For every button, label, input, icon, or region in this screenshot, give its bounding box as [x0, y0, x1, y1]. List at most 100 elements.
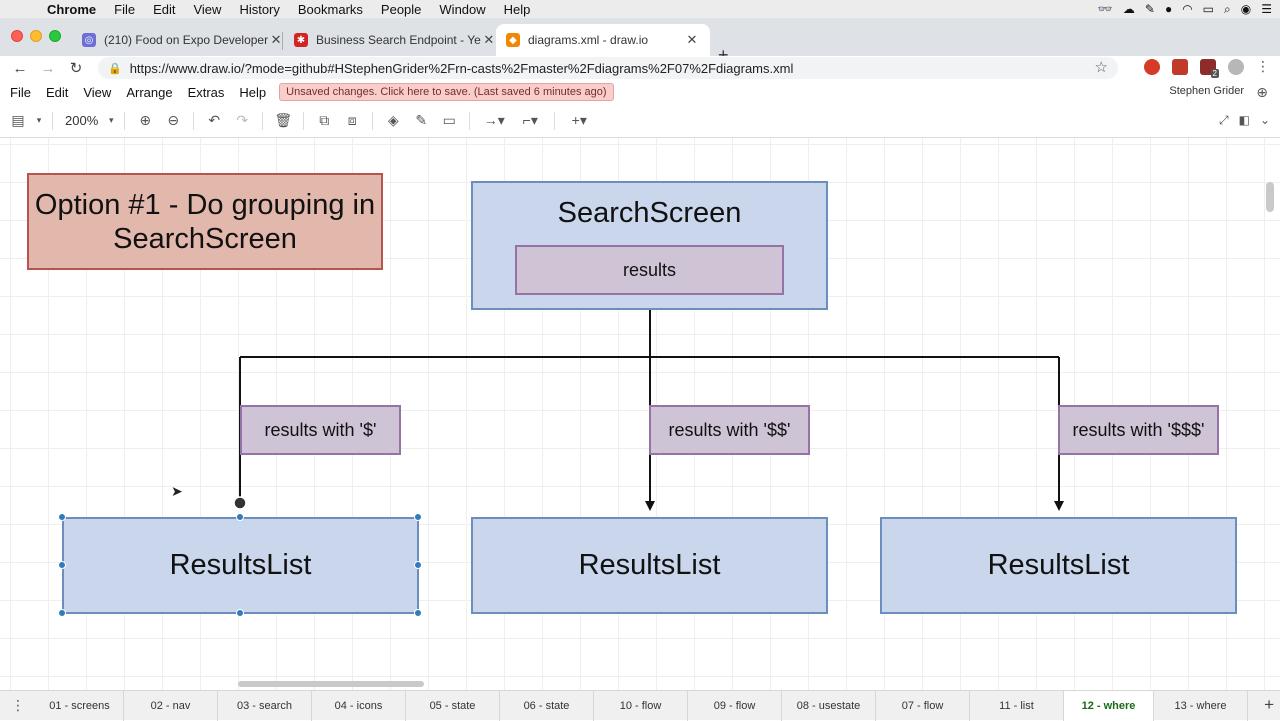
mac-menu-history[interactable]: History	[239, 1, 280, 17]
mac-menu-people[interactable]: People	[380, 1, 422, 17]
mac-menu-app[interactable]: Chrome	[47, 1, 97, 17]
browser-tab-expo[interactable]: ◎ (210) Food on Expo Developer ✕	[72, 24, 282, 56]
resize-handle-s[interactable]	[236, 609, 244, 617]
results-list-box-right[interactable]: ResultsList	[880, 517, 1237, 614]
option-title-box[interactable]: Option #1 - Do grouping in SearchScreen	[27, 173, 383, 270]
reload-icon[interactable]: ↻	[69, 60, 83, 77]
chrome-menu-icon[interactable]: ⋮	[1256, 58, 1270, 74]
resize-handle-sw[interactable]	[58, 609, 66, 617]
insert-plus-icon[interactable]: +▾	[571, 112, 587, 128]
vertical-scrollbar[interactable]	[1266, 182, 1274, 212]
line-color-icon[interactable]: ✎	[415, 112, 428, 128]
user-name[interactable]: Stephen Grider	[1169, 85, 1244, 97]
profile-avatar[interactable]	[1228, 58, 1244, 75]
format-panel-toggle-icon[interactable]: ▤	[11, 112, 25, 128]
fullscreen-icon[interactable]: ⤢	[1218, 113, 1229, 127]
mac-menu-window[interactable]: Window	[439, 1, 486, 17]
back-arrow-icon[interactable]: ←	[12, 59, 28, 77]
collapse-chevron-icon[interactable]: ⌄	[1259, 113, 1270, 127]
extension-shield-icon[interactable]: 2	[1200, 58, 1219, 78]
url-input[interactable]: 🔒 https://www.draw.io/?mode=github#HStep…	[98, 57, 1118, 79]
undo-icon[interactable]: ↶	[208, 112, 221, 128]
zoom-chevron-down-icon[interactable]: ▾	[108, 115, 114, 125]
browser-tab-yelp[interactable]: ✱ Business Search Endpoint - Ye ✕	[284, 24, 494, 56]
horizontal-scrollbar[interactable]	[238, 681, 424, 687]
page-tab-04[interactable]: 04 - icons	[312, 690, 406, 721]
waypoints-icon[interactable]: ⌐▾	[522, 112, 538, 128]
to-back-icon[interactable]: ⧈	[347, 112, 357, 128]
resize-handle-ne[interactable]	[414, 513, 422, 521]
results-list-box-left[interactable]: ResultsList	[62, 517, 419, 614]
tab-close-icon[interactable]: ✕	[686, 32, 698, 47]
page-tab-10[interactable]: 10 - flow	[594, 690, 688, 721]
shadow-icon[interactable]: ▭	[442, 112, 456, 128]
page-tab-13[interactable]: 13 - where	[1154, 690, 1248, 721]
connection-point-handle[interactable]	[233, 496, 247, 510]
menu-file[interactable]: File	[10, 84, 31, 100]
mac-menu-edit[interactable]: Edit	[153, 1, 176, 17]
menu-view[interactable]: View	[83, 84, 112, 100]
redo-icon[interactable]: ↷	[236, 112, 249, 128]
pages-menu-icon[interactable]: ⋮	[11, 697, 25, 713]
edge-label-double[interactable]: results with '$$'	[649, 405, 810, 455]
page-tab-11[interactable]: 11 - list	[970, 690, 1064, 721]
siri-icon[interactable]: ◉	[1240, 2, 1252, 16]
menu-extras[interactable]: Extras	[187, 84, 225, 100]
page-tab-03[interactable]: 03 - search	[218, 690, 312, 721]
page-tab-02[interactable]: 02 - nav	[124, 690, 218, 721]
weather-icon[interactable]: ☁	[1122, 2, 1135, 16]
page-tab-05[interactable]: 05 - state	[406, 690, 500, 721]
page-tab-09[interactable]: 09 - flow	[688, 690, 782, 721]
resize-handle-w[interactable]	[58, 561, 66, 569]
results-box[interactable]: results	[515, 245, 784, 295]
mac-menu-bookmarks[interactable]: Bookmarks	[297, 1, 363, 17]
connection-style-icon[interactable]: →▾	[483, 112, 505, 128]
mac-menu-help[interactable]: Help	[503, 1, 531, 17]
resize-handle-nw[interactable]	[58, 513, 66, 521]
extension-red-icon[interactable]	[1172, 58, 1188, 75]
spotlight-search-icon[interactable]: ⌕	[1224, 1, 1231, 16]
edge-label-triple[interactable]: results with '$$$'	[1058, 405, 1219, 455]
zoom-out-icon[interactable]: ⊖	[167, 112, 180, 128]
menu-edit[interactable]: Edit	[45, 84, 69, 100]
glasses-icon[interactable]: 👓	[1097, 2, 1113, 16]
window-close-button[interactable]	[11, 30, 23, 42]
wifi-icon[interactable]: ◠	[1182, 2, 1193, 16]
chevron-down-icon[interactable]: ▾	[36, 115, 42, 125]
bookmark-star-icon[interactable]: ☆	[1094, 59, 1108, 76]
to-front-icon[interactable]: ⧉	[319, 112, 330, 128]
window-zoom-button[interactable]	[49, 30, 61, 42]
tab-close-icon[interactable]: ✕	[270, 32, 282, 47]
zoom-in-icon[interactable]: ⊕	[139, 112, 152, 128]
new-tab-plus-icon[interactable]: +	[718, 45, 729, 65]
menu-help[interactable]: Help	[239, 84, 267, 100]
window-minimize-button[interactable]	[30, 30, 42, 42]
lock-icon[interactable]: 🔒	[108, 62, 122, 75]
zoom-select[interactable]: 200%	[65, 113, 99, 128]
add-page-plus-icon[interactable]: +	[1264, 695, 1274, 714]
resize-handle-n[interactable]	[236, 513, 244, 521]
notification-center-icon[interactable]: ☰	[1261, 2, 1272, 16]
delete-icon[interactable]: 🗑	[274, 112, 293, 128]
fill-color-icon[interactable]: ◈	[387, 112, 399, 128]
resize-handle-e[interactable]	[414, 561, 422, 569]
forward-arrow-icon[interactable]: →	[40, 59, 56, 77]
page-tab-06[interactable]: 06 - state	[500, 690, 594, 721]
cursor-tool-icon[interactable]: ✎	[1144, 2, 1155, 16]
mac-menu-file[interactable]: File	[114, 1, 136, 17]
extension-adblock-icon[interactable]	[1144, 58, 1160, 75]
menu-arrange[interactable]: Arrange	[126, 84, 173, 100]
resize-handle-se[interactable]	[414, 609, 422, 617]
language-globe-icon[interactable]: ⊕	[1256, 84, 1268, 100]
edge-label-single[interactable]: results with '$'	[240, 405, 401, 455]
mac-menu-view[interactable]: View	[193, 1, 222, 17]
record-icon[interactable]: ●	[1164, 2, 1173, 16]
page-tab-08[interactable]: 08 - usestate	[782, 690, 876, 721]
tab-close-icon[interactable]: ✕	[483, 32, 495, 47]
unsaved-changes-notice[interactable]: Unsaved changes. Click here to save. (La…	[279, 83, 614, 101]
browser-tab-drawio[interactable]: ◆ diagrams.xml - draw.io ✕	[496, 24, 710, 56]
format-panel-icon[interactable]: ◧	[1238, 113, 1250, 127]
page-tab-01[interactable]: 01 - screens	[36, 690, 124, 721]
results-list-box-middle[interactable]: ResultsList	[471, 517, 828, 614]
diagram-canvas[interactable]: Option #1 - Do grouping in SearchScreen …	[0, 138, 1280, 690]
